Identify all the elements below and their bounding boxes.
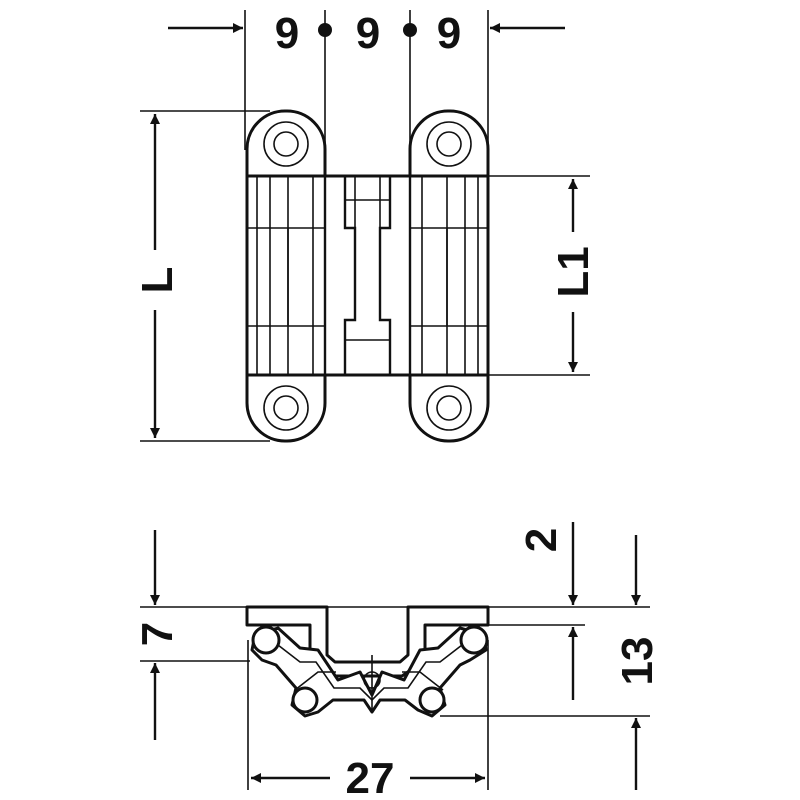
top-view: 9 9 9 L L1 [133,9,598,443]
side-view: 7 2 13 27 [133,522,662,800]
dim-label-l: L [133,267,182,294]
dim-label-9-left: 9 [275,9,299,58]
screw-hole [263,121,309,167]
screw-hole [426,121,472,167]
dim-label-l1: L1 [549,246,598,297]
dim-label-7: 7 [133,622,182,646]
dim-label-9-right: 9 [437,9,461,58]
dim-label-13: 13 [613,637,662,686]
dim-label-2: 2 [517,528,566,552]
screw-hole [426,385,472,431]
screw-hole [263,385,309,431]
hinge-body [245,174,490,377]
hinge-side-profile [245,605,490,718]
dim-label-27: 27 [346,754,395,800]
dim-label-9-middle: 9 [356,9,380,58]
dim-dot [318,23,332,37]
dim-dot [403,23,417,37]
hinge-body-details [247,176,488,375]
